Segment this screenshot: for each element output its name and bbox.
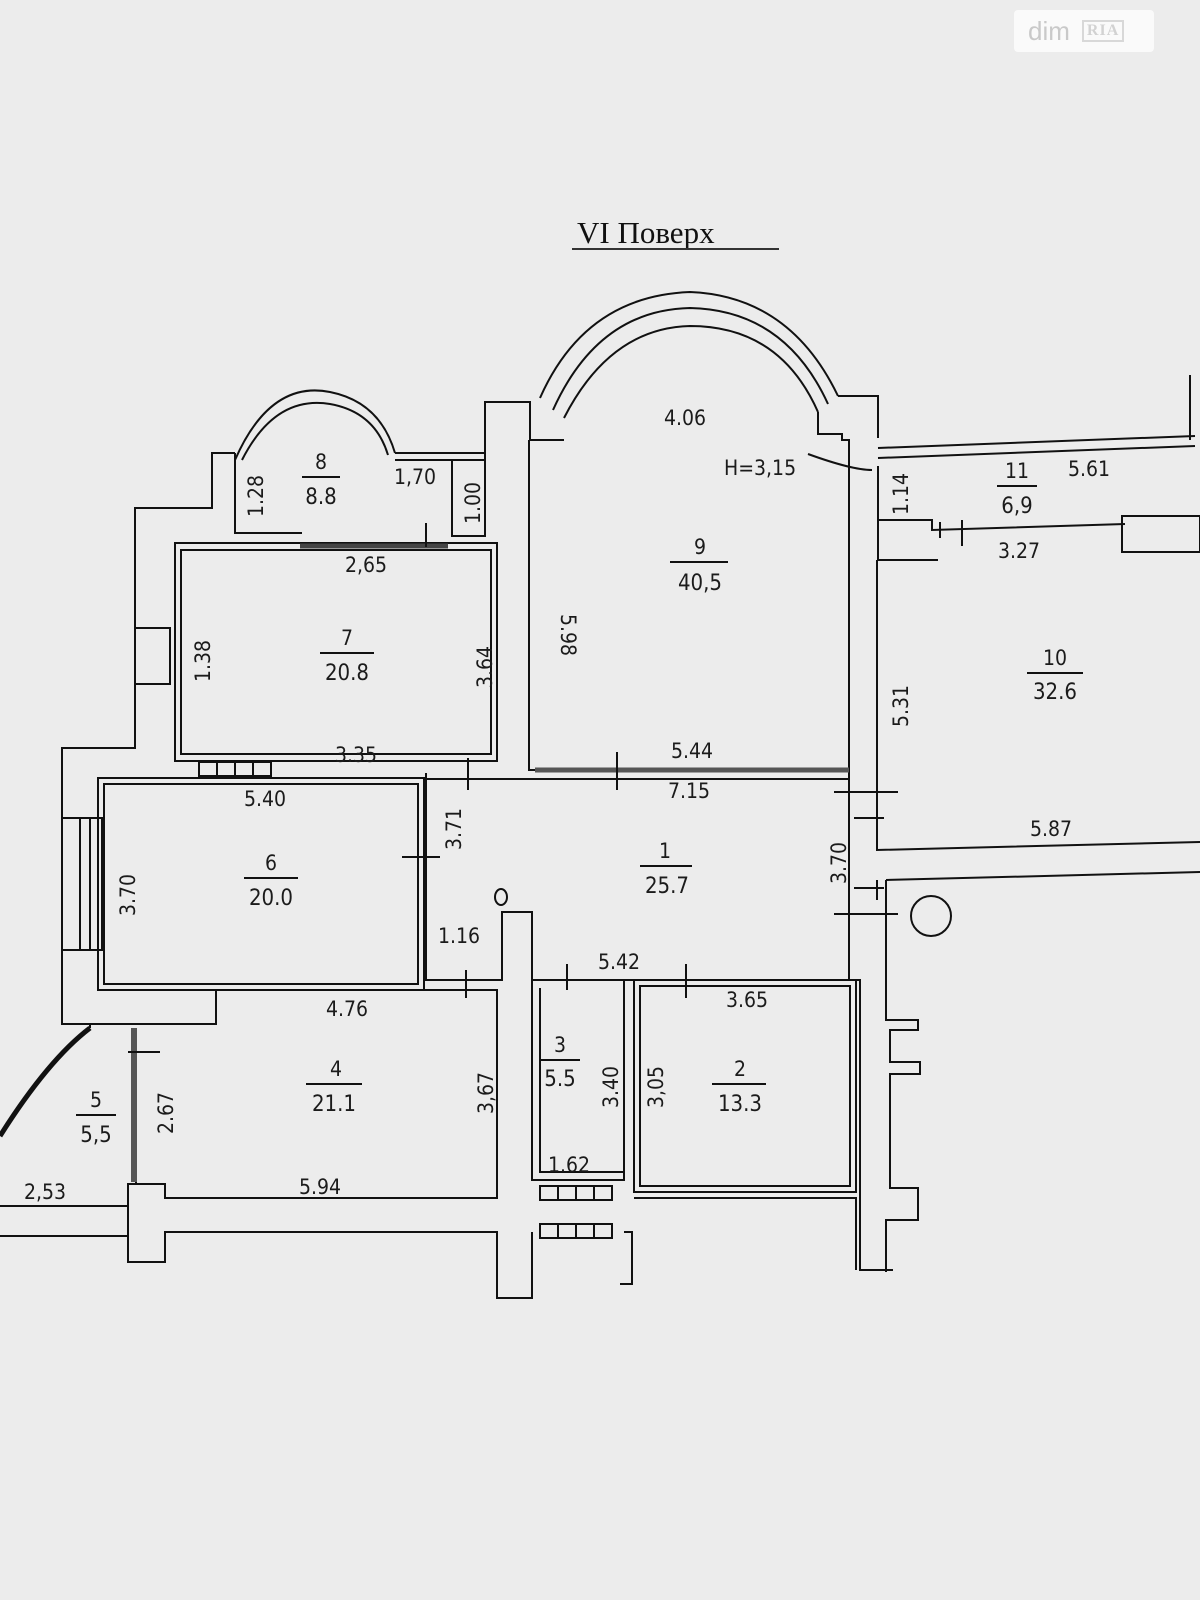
dim-label: 4.76 — [326, 997, 368, 1021]
dim-label: 2,65 — [345, 553, 387, 577]
dim-label: 5.31 — [889, 685, 913, 727]
dim-label: 3.70 — [116, 874, 140, 916]
dim-label: 1.62 — [548, 1153, 590, 1177]
room-9: 940,5 — [670, 535, 728, 596]
svg-text:20.8: 20.8 — [325, 661, 369, 686]
dim-label: 1.28 — [244, 475, 268, 517]
dim-label: 4.06 — [664, 406, 706, 430]
watermark-logo: dim RIA — [1014, 10, 1154, 52]
svg-text:11: 11 — [1005, 459, 1029, 483]
room-1: 125.7 — [640, 839, 692, 899]
dim-label: 5.94 — [299, 1175, 341, 1199]
dim-label: 1.16 — [438, 924, 480, 948]
svg-text:1: 1 — [659, 839, 671, 863]
room-10: 10 32.6 — [1027, 646, 1083, 705]
dim-label: 3.71 — [442, 808, 466, 850]
svg-text:21.1: 21.1 — [312, 1092, 356, 1117]
room-2: 213.3 — [712, 1057, 766, 1117]
dim-label: 3.64 — [473, 646, 497, 688]
dim-label: 5.87 — [1030, 817, 1072, 841]
dimension-labels: 4.06 1.28 1,70 1.00 5.61 1.14 3.27 2,65 … — [24, 406, 1110, 1204]
room-3: 35.5 — [540, 1033, 580, 1092]
dim-label: 3.65 — [726, 988, 768, 1012]
plan-title: VI Поверх — [572, 215, 779, 250]
svg-text:40,5: 40,5 — [678, 571, 722, 596]
dim-label: 3.40 — [599, 1066, 623, 1108]
room-7: 720.8 — [320, 626, 374, 686]
dim-label: 5.40 — [244, 787, 286, 811]
room-6: 620.0 — [244, 851, 298, 911]
svg-text:4: 4 — [330, 1057, 342, 1081]
watermark-mark: RIA — [1081, 20, 1125, 42]
dim-label: 1.00 — [461, 482, 485, 524]
dim-label: 3,05 — [644, 1066, 668, 1108]
dim-label: 3,67 — [474, 1072, 498, 1114]
svg-text:25.7: 25.7 — [645, 874, 689, 899]
svg-text:9: 9 — [694, 535, 706, 559]
dim-label: 3.35 — [335, 743, 377, 767]
svg-text:20.0: 20.0 — [249, 886, 293, 911]
dim-label: 2,53 — [24, 1180, 66, 1204]
dim-label: 3.70 — [827, 842, 851, 884]
svg-text:8.8: 8.8 — [305, 485, 336, 510]
dim-label: 5.44 — [671, 739, 713, 763]
svg-text:6,9: 6,9 — [1001, 494, 1032, 519]
dim-label: 1.14 — [889, 473, 913, 515]
room-labels: 125.7 213.3 35.5 421.1 55,5 620.0 720.8 … — [76, 450, 1083, 1148]
room-4: 421.1 — [306, 1057, 362, 1117]
svg-text:5,5: 5,5 — [80, 1123, 111, 1148]
dim-label: 7.15 — [668, 779, 710, 803]
svg-text:6: 6 — [265, 851, 277, 875]
room-5: 55,5 — [76, 1088, 116, 1148]
floor-title: VI Поверх — [577, 215, 715, 250]
svg-text:7: 7 — [341, 626, 353, 650]
svg-text:5: 5 — [90, 1088, 102, 1112]
watermark-brand: dim — [1028, 15, 1070, 46]
walls — [0, 290, 1200, 1299]
dim-label: 1,70 — [394, 465, 436, 489]
svg-text:8: 8 — [315, 450, 327, 474]
dim-label: 5.98 — [556, 614, 580, 656]
room-11: 116,9 — [997, 459, 1037, 519]
room-8: 88.8 — [302, 450, 340, 510]
svg-text:3: 3 — [554, 1033, 566, 1057]
dim-label: 5.61 — [1068, 457, 1110, 481]
ceiling-height: H=3,15 — [724, 456, 796, 480]
dim-label: 1.38 — [191, 640, 215, 682]
svg-text:10: 10 — [1043, 646, 1067, 670]
dim-label: 3.27 — [998, 539, 1040, 563]
dim-label: 2.67 — [154, 1092, 178, 1134]
dim-label: 5.42 — [598, 950, 640, 974]
svg-text:5.5: 5.5 — [544, 1067, 575, 1092]
svg-text:13.3: 13.3 — [718, 1092, 762, 1117]
svg-text:32.6: 32.6 — [1033, 680, 1077, 705]
svg-text:2: 2 — [734, 1057, 746, 1081]
